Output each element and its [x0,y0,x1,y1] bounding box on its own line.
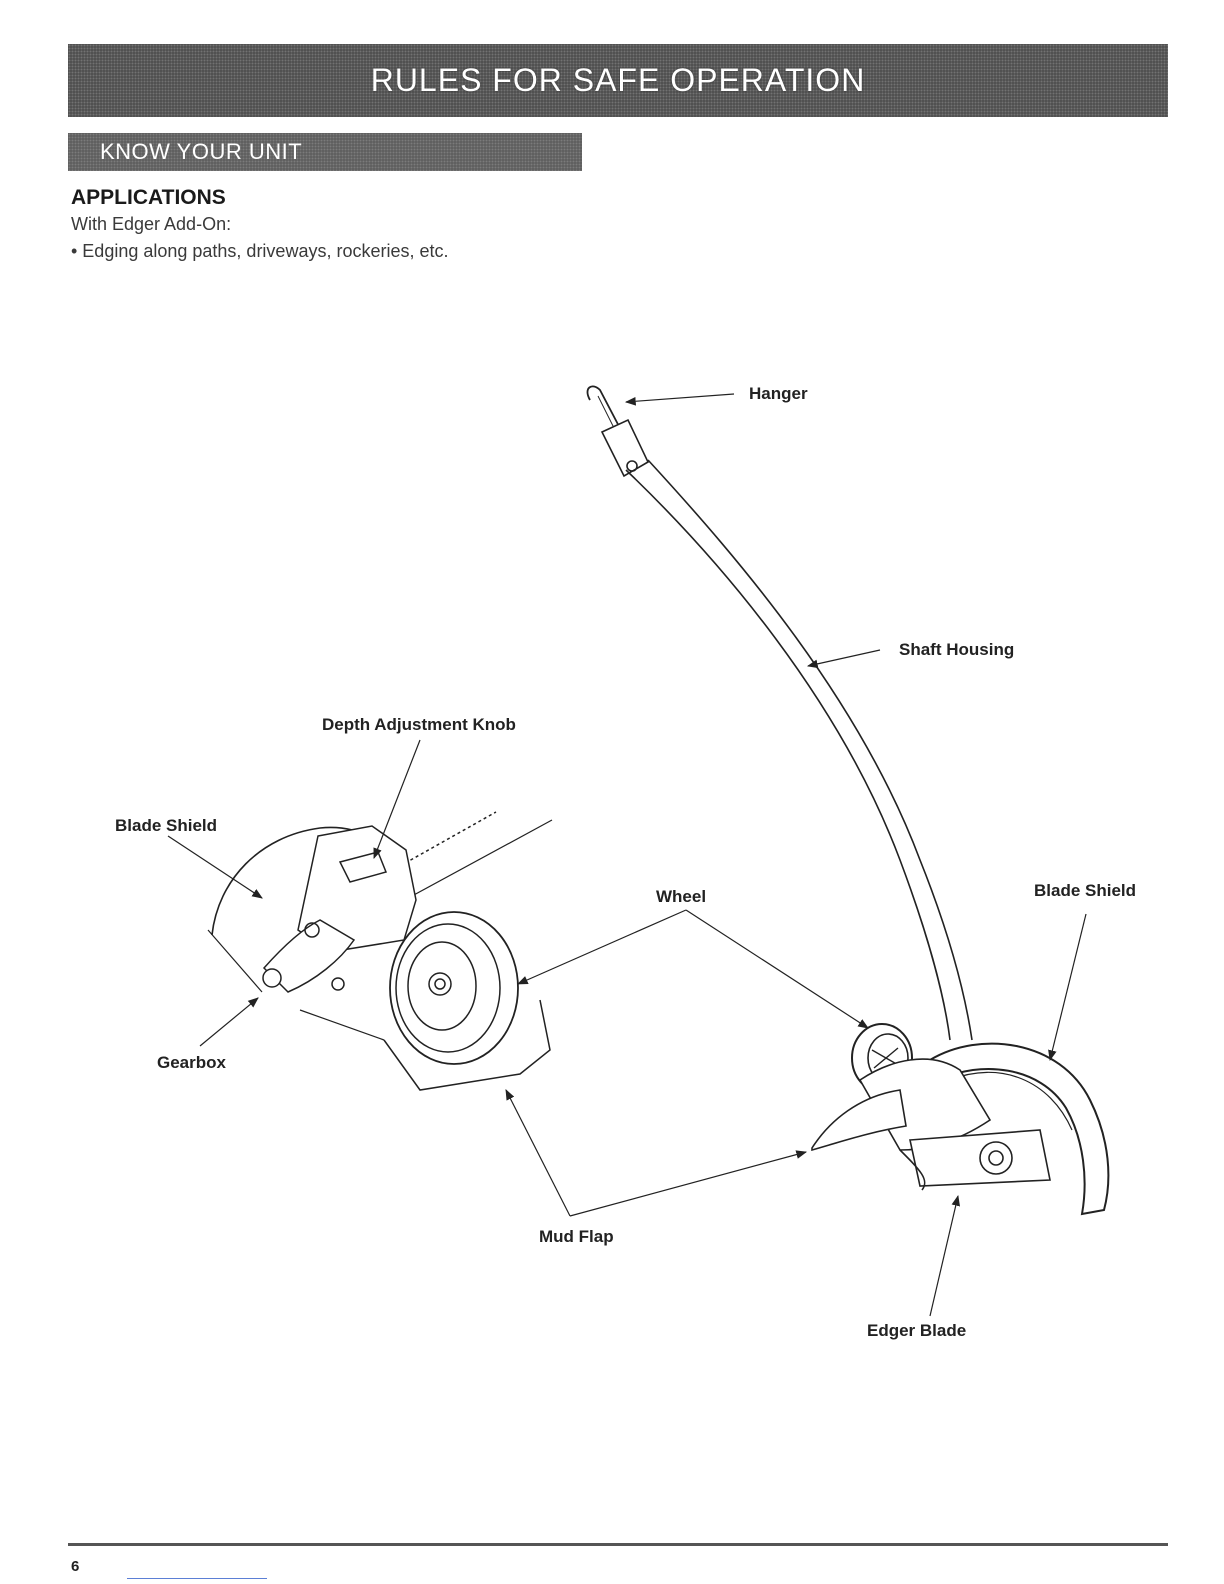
label-edger-blade: Edger Blade [867,1321,966,1340]
label-blade-shield-right: Blade Shield [1034,881,1136,900]
edger-illustration [587,386,1108,1214]
label-blade-shield-left: Blade Shield [115,816,217,835]
page-number: 6 [71,1558,79,1575]
label-wheel: Wheel [656,887,706,906]
label-mud-flap: Mud Flap [539,1227,614,1246]
label-shaft-housing: Shaft Housing [899,640,1014,659]
footer-rule [68,1543,1168,1546]
label-gearbox: Gearbox [157,1053,227,1072]
label-hanger: Hanger [749,384,808,403]
edger-head-closeup [208,812,552,1090]
label-depth-adjustment-knob: Depth Adjustment Knob [322,715,516,734]
bottom-underline [127,1578,267,1579]
